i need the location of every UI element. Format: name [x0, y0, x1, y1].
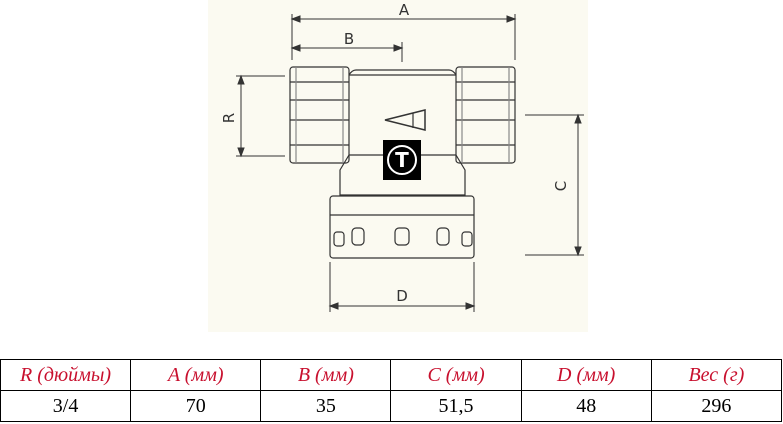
- value-b: 35: [260, 390, 392, 422]
- valve-drawing: T A: [220, 1, 584, 312]
- table-header-row: R (дюймы) A (мм) B (мм) C (мм) D (мм) Ве…: [0, 359, 783, 391]
- table-row: 3/4 70 35 51,5 48 296: [0, 390, 783, 422]
- logo-letter: T: [395, 148, 409, 172]
- specification-table: R (дюймы) A (мм) B (мм) C (мм) D (мм) Ве…: [0, 359, 783, 422]
- brand-logo: T: [383, 140, 421, 180]
- header-d: D (мм): [520, 359, 652, 391]
- value-r: 3/4: [0, 390, 132, 422]
- technical-drawing-panel: T A: [208, 0, 588, 332]
- left-nut: [289, 66, 350, 164]
- dimension-label-r: R: [220, 113, 238, 123]
- dimension-label-c: C: [552, 181, 570, 191]
- right-nut: [455, 66, 516, 164]
- header-c: C (мм): [390, 359, 522, 391]
- header-b: B (мм): [260, 359, 392, 391]
- value-a: 70: [130, 390, 262, 422]
- value-c: 51,5: [390, 390, 522, 422]
- header-weight: Вес (г): [650, 359, 783, 391]
- value-weight: 296: [650, 390, 783, 422]
- value-d: 48: [520, 390, 652, 422]
- dimension-label-a: A: [399, 1, 410, 19]
- dimension-label-b: B: [344, 30, 354, 48]
- header-r: R (дюймы): [0, 359, 132, 391]
- header-a: A (мм): [130, 359, 262, 391]
- dimension-label-d: D: [396, 287, 408, 305]
